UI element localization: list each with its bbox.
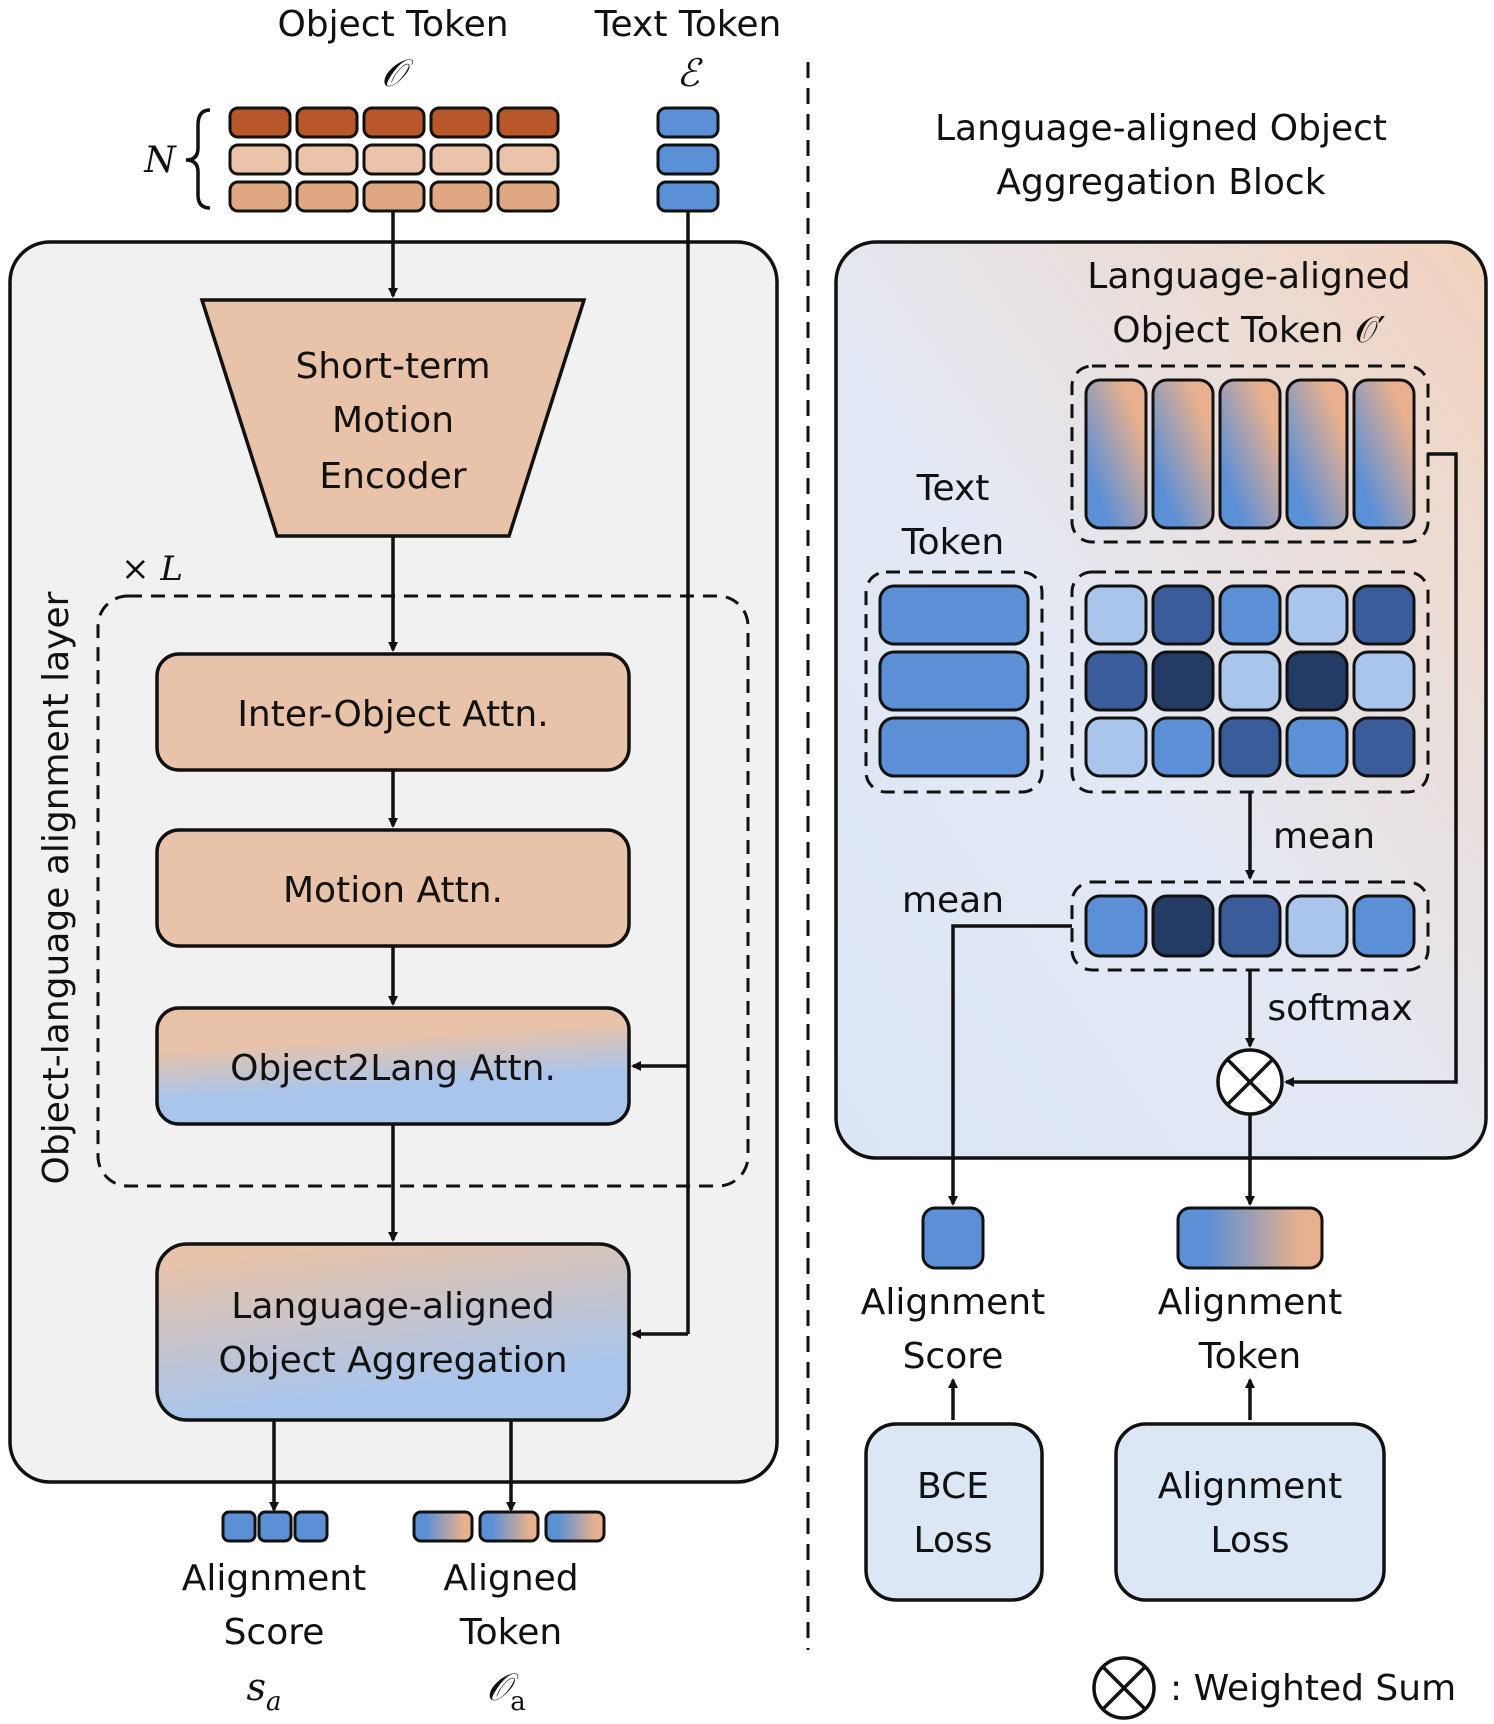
text-token-rows <box>878 584 1030 778</box>
weighted-sum-legend-label: : Weighted Sum <box>1170 1668 1456 1709</box>
mean-top-label: mean <box>1273 816 1375 857</box>
repeat-label: × L <box>121 549 183 589</box>
block-title-line1: Language-aligned Object <box>935 108 1387 149</box>
bce-loss-line1: BCE <box>917 1466 989 1507</box>
object2lang-attn-label: Object2Lang Attn. <box>230 1048 556 1089</box>
motion-attn-label: Motion Attn. <box>283 870 503 911</box>
alignment-layer-box <box>96 594 750 1188</box>
object-token-grid <box>228 106 560 213</box>
block-title-line2: Aggregation Block <box>996 162 1325 203</box>
object-token-symbol: 𝒪 <box>381 51 414 95</box>
bce-loss-box <box>864 1422 1044 1602</box>
alignment-layer-label: Object-language alignment layer <box>36 591 77 1184</box>
alignment-score-tokens <box>221 1510 329 1543</box>
n-symbol: N <box>143 140 177 181</box>
alignment-loss-box <box>1114 1422 1386 1602</box>
output-aligned-line2: Token <box>459 1612 562 1653</box>
aligned-object-token-line2: Object Token 𝒪′ <box>1112 310 1385 351</box>
left-flow-arrows <box>269 211 690 1512</box>
text-token-symbol: ℰ <box>676 51 703 95</box>
language-aligned-aggregation-block <box>155 1242 631 1422</box>
aggregation-label-line2: Object Aggregation <box>218 1340 567 1381</box>
text-token-label-line1: Text <box>916 468 990 509</box>
similarity-matrix-cells <box>1084 584 1416 778</box>
mean-vector-cells <box>1084 894 1416 958</box>
aligned-object-token-columns <box>1084 378 1416 530</box>
text-token-label: Text Token <box>594 4 782 45</box>
alignment-loss-line2: Loss <box>1211 1520 1290 1561</box>
right-token-line1: Alignment <box>1158 1282 1342 1323</box>
mean-left-label: mean <box>902 880 1004 921</box>
text-token-group <box>864 570 1044 794</box>
right-token-line2: Token <box>1198 1336 1301 1377</box>
weighted-sum-operator <box>1216 1048 1284 1116</box>
bce-loss-line2: Loss <box>914 1520 993 1561</box>
alignment-loss-line1: Alignment <box>1158 1466 1342 1507</box>
output-aligned-line1: Aligned <box>443 1558 578 1599</box>
text-token-label-line2: Token <box>901 522 1004 563</box>
aggregation-label-line1: Language-aligned <box>231 1286 554 1327</box>
weighted-sum-legend-icon <box>1092 1656 1156 1720</box>
aligned-token-outputs <box>412 1510 606 1543</box>
softmax-label: softmax <box>1267 988 1412 1029</box>
right-score-line2: Score <box>903 1336 1004 1377</box>
right-flow-arrows <box>948 452 1458 1420</box>
right-score-line1: Alignment <box>861 1282 1045 1323</box>
score-symbol: sa <box>246 1665 281 1717</box>
output-score-line2: Score <box>224 1612 325 1653</box>
alignment-score-token <box>921 1206 985 1270</box>
encoder-label-line3: Encoder <box>319 456 466 497</box>
short-term-motion-encoder <box>199 298 587 538</box>
aligned-symbol: 𝒪a <box>486 1665 525 1717</box>
output-score-line1: Alignment <box>182 1558 366 1599</box>
n-brace <box>185 108 211 210</box>
encoder-label-line2: Motion <box>332 400 454 441</box>
text-token-stack <box>656 106 720 213</box>
alignment-token <box>1176 1206 1324 1270</box>
aligned-object-token-line1: Language-aligned <box>1087 256 1410 297</box>
inter-object-attn-label: Inter-Object Attn. <box>237 694 548 735</box>
encoder-label-line1: Short-term <box>295 346 490 387</box>
object-token-label: Object Token <box>277 4 508 45</box>
